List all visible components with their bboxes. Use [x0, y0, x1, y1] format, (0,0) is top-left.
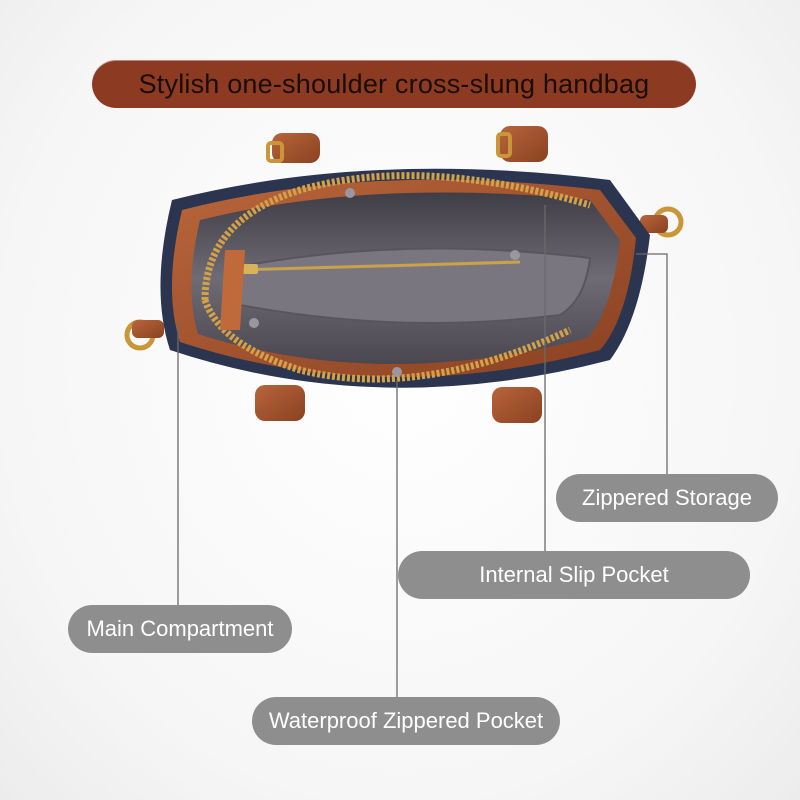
callout-zippered-storage: Zippered Storage [556, 474, 778, 522]
handle-tab-bottom-left [255, 385, 305, 421]
title-text: Stylish one-shoulder cross-slung handbag [138, 68, 650, 99]
main-zipper-top [201, 172, 591, 301]
pointer-dot-waterproof [392, 367, 402, 377]
callout-main-compartment: Main Compartment [68, 605, 292, 653]
pointer-dot-slip-pocket [510, 250, 520, 260]
slip-pocket-zipper [237, 260, 521, 272]
callout-waterproof-zippered-pocket-label: Waterproof Zippered Pocket [268, 708, 544, 733]
pointer-dot-main [249, 318, 259, 328]
internal-slip-pocket [230, 247, 592, 324]
main-zipper-bottom [201, 298, 572, 383]
callout-main-compartment-label: Main Compartment [86, 616, 274, 641]
handle-tab-top-left [266, 133, 320, 163]
title-banner: Stylish one-shoulder cross-slung handbag [92, 60, 696, 108]
pointer-dot-zippered-storage [345, 188, 355, 198]
leader-line-zippered-storage [636, 253, 668, 474]
zipper-pull-tab [220, 250, 245, 330]
handle-tab-top-right [496, 126, 548, 162]
callout-internal-slip-pocket: Internal Slip Pocket [398, 551, 750, 599]
callout-waterproof-zippered-pocket: Waterproof Zippered Pocket [252, 697, 560, 745]
callout-zippered-storage-label: Zippered Storage [582, 485, 752, 510]
handle-tab-bottom-right [492, 387, 542, 423]
callout-internal-slip-pocket-label: Internal Slip Pocket [479, 562, 669, 587]
